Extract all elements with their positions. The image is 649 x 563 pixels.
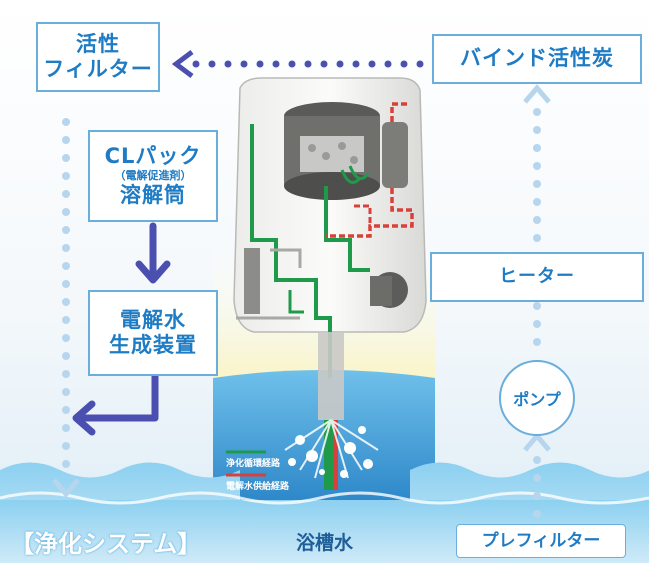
heater-box: ヒーター [430,252,644,302]
legend-purification-label: 浄化循環経路 [226,459,281,469]
chevron-up-icon [523,84,551,104]
pump-label: ポンプ [513,390,561,409]
purification-unit [233,77,427,490]
bind-carbon-label: バインド活性炭 [460,46,614,71]
electrolyzer-box: 電解水 生成装置 [88,290,218,376]
bath-water-label: 浴槽水 [296,532,354,554]
prefilter-box: プレフィルター [456,524,626,558]
activated-filter-box: 活性 フィルター [36,22,160,92]
arrow-down-head [135,260,171,284]
cl-pack-box: CLパック （電解促進剤） 溶解筒 [88,130,218,222]
system-title: 【浄化システム】 [10,530,202,558]
bind-carbon-box: バインド活性炭 [432,34,642,84]
chevron-down-icon [52,478,80,498]
electrolyzer-line2: 生成装置 [109,333,197,357]
solid-flow-arrows [72,222,171,436]
dotted-flow-left [62,118,70,468]
cl-pack-line1: CLパック [104,144,202,169]
activated-filter-line2: フィルター [43,57,153,81]
dotted-flow-top [192,60,424,68]
chevron-left-icon [171,50,194,78]
dotted-flow-right [533,108,541,518]
cl-pack-line3: 溶解筒 [120,182,186,207]
electrolyzer-line1: 電解水 [120,307,186,332]
legend-electrolyzed-label: 電解水供給経路 [226,482,290,492]
prefilter-label: プレフィルター [481,530,601,551]
heater-label: ヒーター [499,266,575,288]
arrow-left-head [72,400,96,436]
cl-pack-line2: （電解促進剤） [114,169,192,183]
activated-filter-line1: 活性 [76,31,120,56]
pump-circle: ポンプ [499,360,575,436]
chevron-up-icon [523,432,551,452]
spray-bubbles [284,419,379,479]
arrow-bend-left [74,372,159,422]
legend [226,450,266,477]
